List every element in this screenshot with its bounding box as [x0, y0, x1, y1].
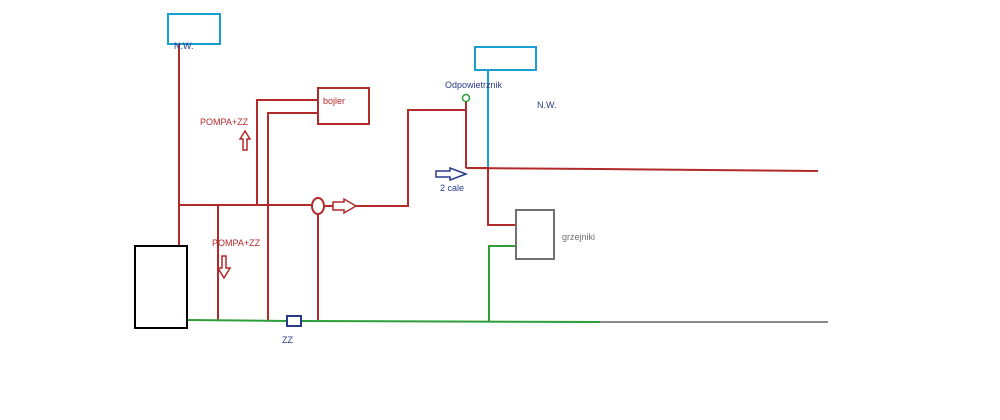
zz-label: ZZ	[282, 335, 293, 345]
return-radiator-branch	[488, 245, 516, 322]
two-inch-label: 2 cale	[440, 183, 464, 193]
boiler-unit	[134, 245, 188, 329]
zz-valve-icon	[286, 315, 302, 327]
return-pipework	[186, 245, 828, 323]
pump-up-arrow-icon	[238, 129, 252, 151]
supply-pipework	[178, 44, 819, 320]
flow-right-arrow-icon	[435, 166, 469, 182]
boiler-feed-outer	[256, 99, 318, 205]
return-main-continued	[301, 320, 601, 323]
radiator-box	[515, 209, 555, 260]
bojler-box	[317, 87, 370, 125]
supply-main-right	[465, 167, 819, 172]
air-vent-icon	[461, 93, 471, 103]
supply-sensor-icon	[311, 197, 325, 215]
boiler-feed-inner	[267, 112, 318, 320]
nw-label-left: N.W.	[174, 41, 194, 51]
pompa-label-lower: POMPA+ZZ	[212, 238, 261, 248]
pump-down-arrow-icon	[216, 255, 232, 280]
supply-right-arrow-icon	[332, 197, 358, 215]
pompa-label-upper: POMPA+ZZ	[200, 117, 249, 127]
supply-radiator-branch	[466, 167, 516, 226]
expansion-tank-right	[474, 46, 537, 71]
bojler-label: bojler	[323, 96, 345, 106]
odpowietrznik-label: Odpowietrznik	[445, 80, 503, 90]
supply-to-riser	[356, 109, 467, 207]
grzejniki-label: grzejniki	[562, 232, 595, 242]
nw-label-right: N.W.	[537, 100, 557, 110]
return-main	[186, 319, 287, 322]
expansion-tank-left	[167, 13, 221, 45]
